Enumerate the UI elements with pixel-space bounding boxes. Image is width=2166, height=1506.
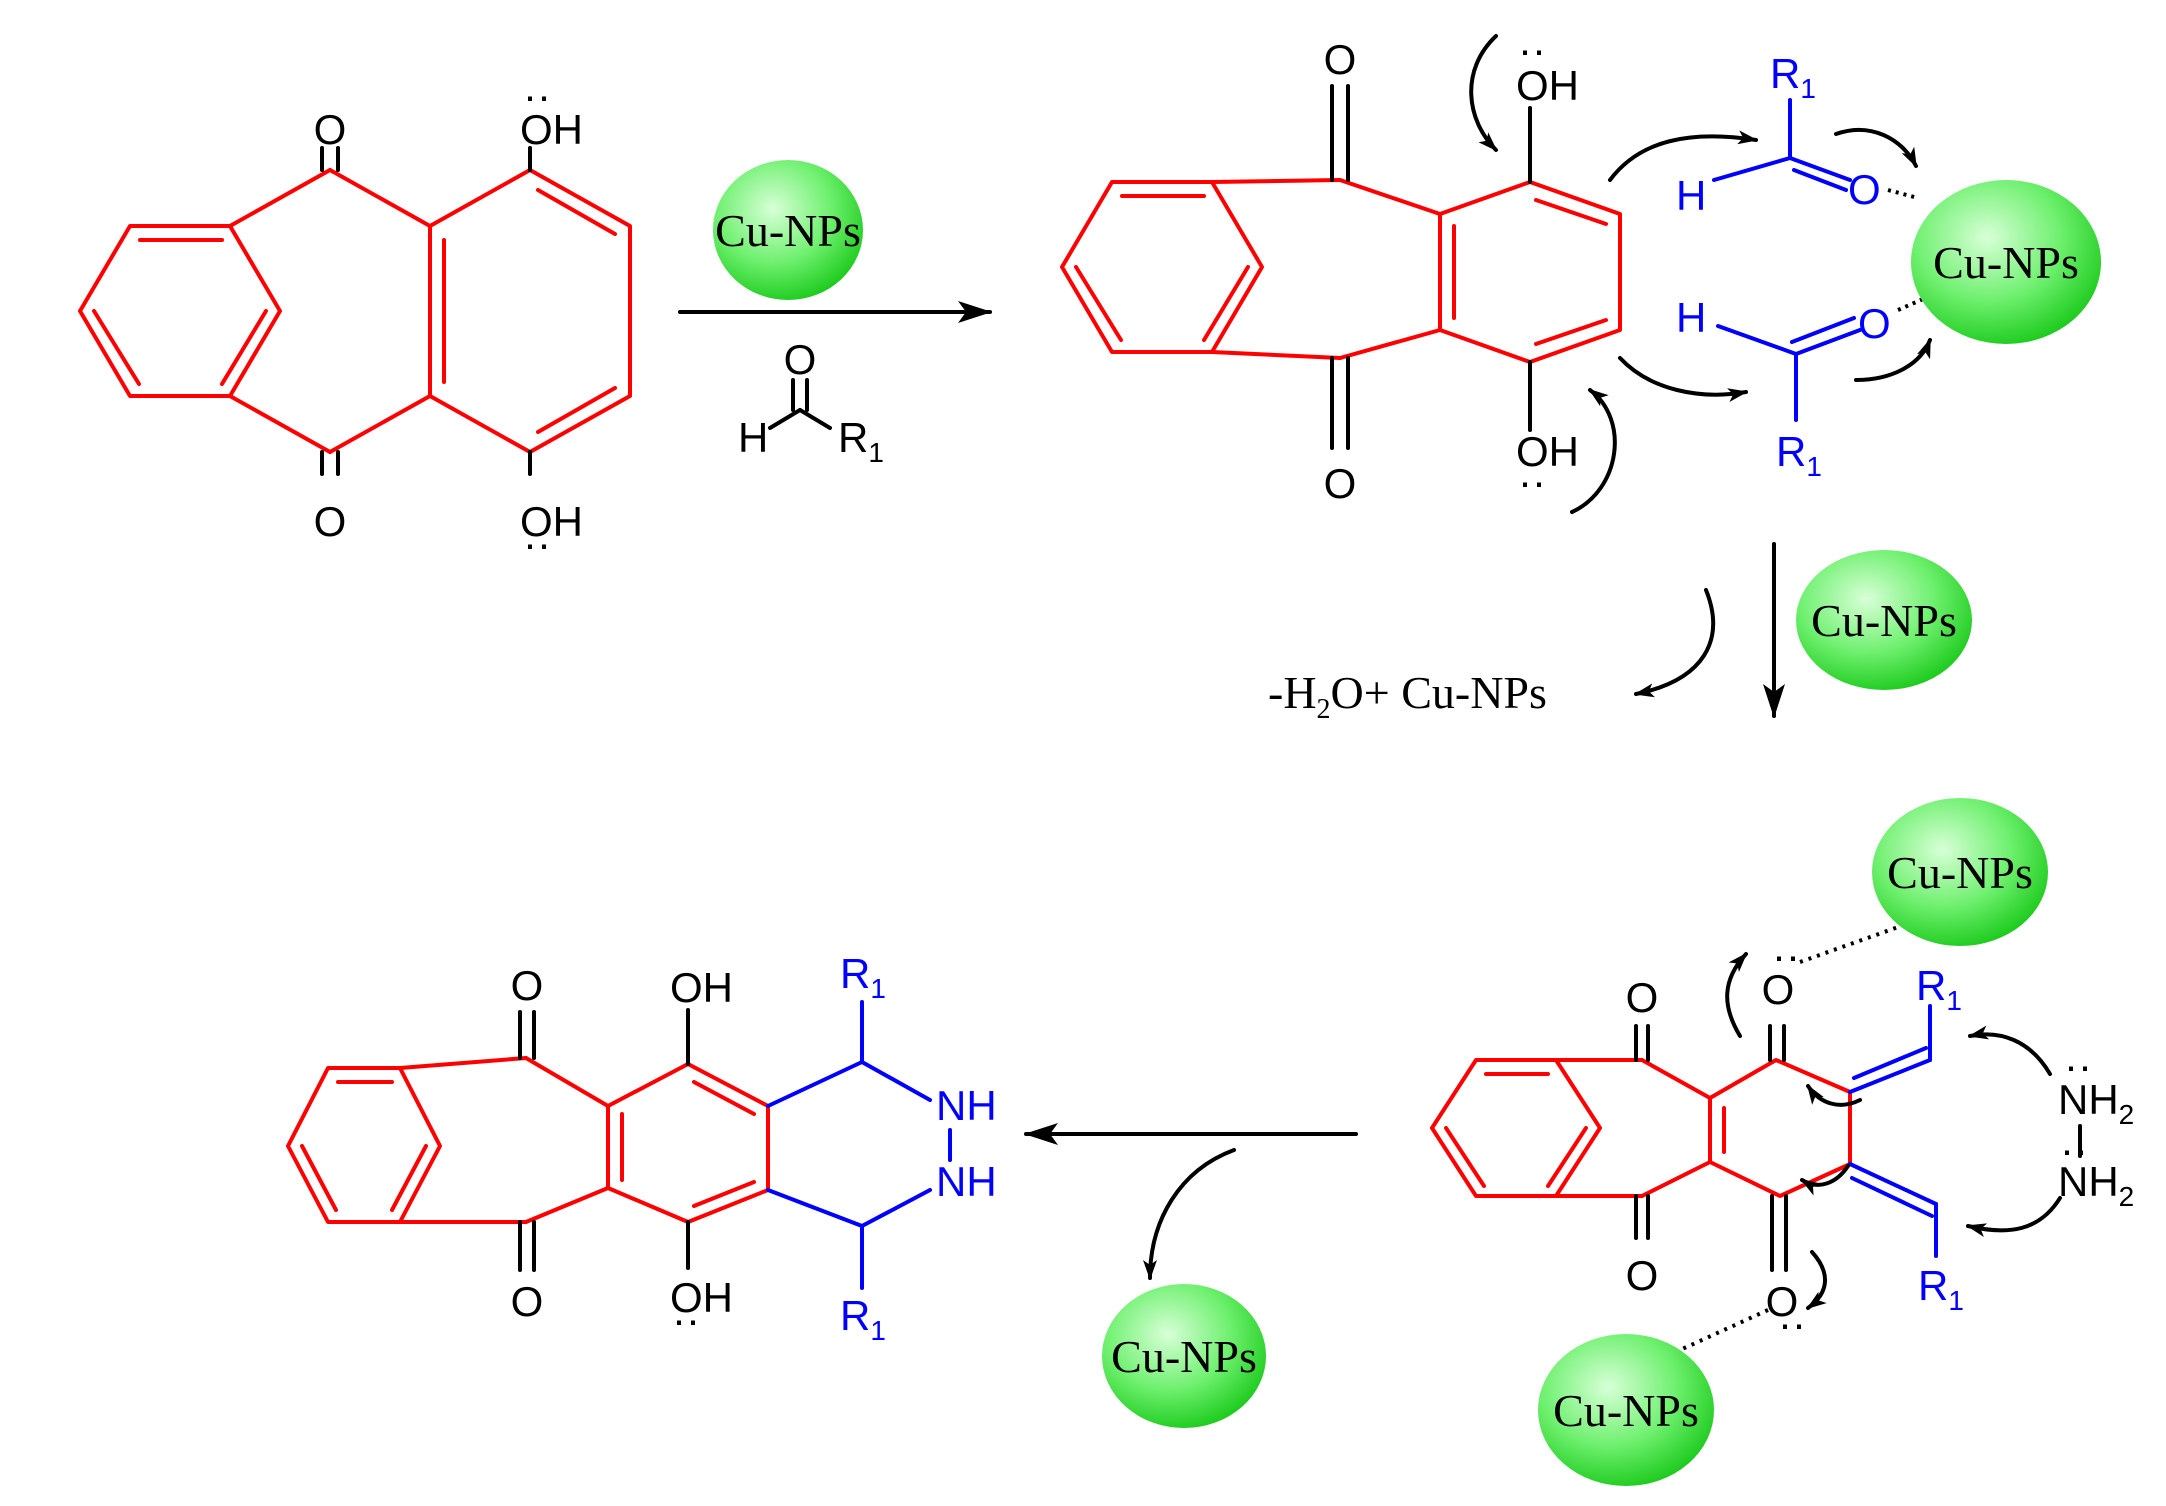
lone-pair: ·· [2064, 1042, 2092, 1089]
atom-oxygen: O [314, 106, 347, 153]
atom-oxygen: O [1626, 974, 1659, 1021]
catalyst-label: Cu-NPs [715, 205, 861, 256]
atom-oxygen: O [511, 1278, 544, 1325]
atom-oxygen: O [1848, 166, 1881, 213]
aldehyde-activated-bottom: H O R1 [1676, 294, 1891, 482]
catalyst-sphere: Cu-NPs [1872, 798, 2048, 946]
amine-label: NH [936, 1158, 997, 1205]
lone-pair: ·· [2060, 1126, 2088, 1173]
catalyst-label: Cu-NPs [1553, 1385, 1699, 1436]
atom-oxygen: O [1626, 1252, 1659, 1299]
hydroxyl-label: OH [1516, 428, 1579, 475]
hydrazine-amine: NH2 [2058, 1076, 2134, 1130]
catalyst-sphere: Cu-NPs [1102, 1284, 1266, 1428]
catalyst-sphere: Cu-NPs [1538, 1334, 1714, 1486]
byproduct-label: -H2O+ Cu-NPs [1268, 667, 1547, 725]
aldehyde-reagent: O H R1 [738, 336, 884, 468]
step-3: Cu-NPs [1024, 1123, 1358, 1428]
lone-pair: ·· [1518, 458, 1546, 505]
step-1: Cu-NPs O H R1 [678, 160, 992, 468]
coordination-bonds [1887, 188, 1931, 312]
r-group-label: R1 [1918, 1262, 1964, 1316]
r-group-label: R1 [840, 950, 886, 1004]
catalyst-label: Cu-NPs [1811, 595, 1957, 646]
lone-pair: ·· [1778, 1300, 1806, 1347]
aldehyde-activated-top: H O R1 [1676, 50, 1881, 219]
intermediate-alkylidene: O O O O ·· ·· R1 R1 NH2 NH2 ·· ·· [1430, 918, 2134, 1352]
hydrazine-amine: NH2 [2058, 1158, 2134, 1212]
amine-label: NH [936, 1082, 997, 1129]
lone-pair: ·· [1772, 932, 1800, 979]
atom-hydrogen: H [738, 414, 768, 461]
product-phthalazine: O O OH OH ·· NH NH R1 R1 [286, 950, 997, 1346]
catalyst-label: Cu-NPs [1933, 237, 2079, 288]
lone-pair: ·· [523, 72, 551, 119]
step-2: Cu-NPs -H2O+ Cu-NPs [1268, 542, 1972, 725]
hydroxyl-label: OH [670, 1274, 733, 1321]
r-group-label: R1 [838, 414, 884, 468]
lone-pair: ·· [672, 1296, 700, 1343]
lone-pair: ·· [1518, 26, 1546, 73]
catalyst-sphere: Cu-NPs [713, 160, 863, 300]
atom-oxygen: O [784, 336, 817, 383]
atom-oxygen: O [314, 498, 347, 545]
catalyst-label: Cu-NPs [1111, 1331, 1257, 1382]
r-group-label: R1 [1916, 962, 1962, 1016]
atom-hydrogen: H [1676, 172, 1706, 219]
atom-oxygen: O [1762, 966, 1795, 1013]
hydroxyl-label: OH [670, 964, 733, 1011]
atom-oxygen: O [511, 962, 544, 1009]
catalyst-label: Cu-NPs [1887, 847, 2033, 898]
hydroxyl-label: OH [520, 106, 583, 153]
atom-oxygen: O [1858, 300, 1891, 347]
r-group-label: R1 [1770, 50, 1816, 104]
hydroxyl-label: OH [520, 498, 583, 545]
reactant-quinizarin: O O OH OH ·· ·· [78, 72, 632, 567]
lone-pair: ·· [523, 520, 551, 567]
atom-oxygen: O [1324, 460, 1357, 507]
atom-oxygen: O [1766, 1278, 1799, 1325]
atom-hydrogen: H [1676, 294, 1706, 341]
r-group-label: R1 [1776, 428, 1822, 482]
intermediate-activation: O O OH OH ·· ·· [1060, 26, 1932, 514]
catalyst-sphere: Cu-NPs [1911, 180, 2101, 344]
hydroxyl-label: OH [1516, 62, 1579, 109]
atom-oxygen: O [1324, 36, 1357, 83]
r-group-label: R1 [840, 1292, 886, 1346]
catalyst-sphere: Cu-NPs [1796, 550, 1972, 690]
